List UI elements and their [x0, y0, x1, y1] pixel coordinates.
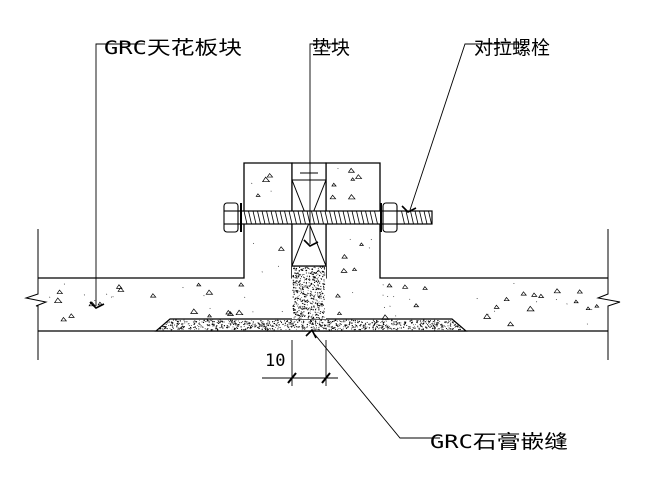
concrete-texture — [49, 167, 600, 327]
gypsum-texture — [158, 266, 462, 331]
arrow-grc-panel — [89, 301, 105, 309]
leader-tie-bolt — [409, 43, 520, 211]
leader-grc-panel — [95, 43, 145, 306]
right-nut — [382, 202, 398, 233]
dimension-value: 10 — [265, 351, 285, 371]
leader-spacer — [309, 43, 340, 244]
break-lines — [24, 229, 621, 360]
label-tie-bolt: 对拉螺栓 — [474, 37, 550, 59]
label-spacer-block: 垫块 — [312, 37, 350, 59]
arrow-gypsum-joint — [305, 328, 317, 339]
arrow-spacer — [303, 239, 319, 247]
label-grc-panel: GRC天花板块 — [104, 37, 242, 59]
tie-bolt — [223, 202, 433, 233]
label-gypsum-joint: GRC石膏嵌缝 — [430, 430, 568, 453]
leader-lines — [89, 43, 520, 439]
dimension-tick-right — [321, 372, 331, 384]
left-nut — [223, 202, 239, 233]
leader-gypsum-joint — [311, 330, 440, 439]
arrow-tie-bolt — [401, 205, 417, 213]
dimension-tick-left — [287, 372, 297, 384]
